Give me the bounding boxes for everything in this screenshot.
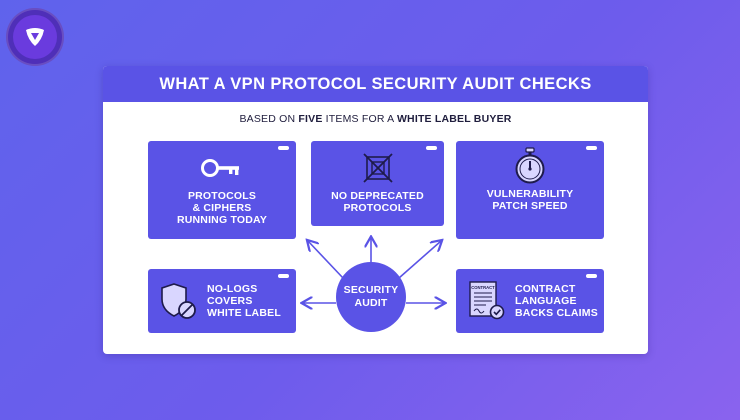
item-vulnerability-patch: VULNERABILITY PATCH SPEED — [456, 141, 604, 239]
hub-label: SECURITY AUDIT — [343, 284, 399, 309]
subtitle-text-1: BASED ON — [239, 113, 299, 125]
svg-text:CONTRACT: CONTRACT — [471, 285, 495, 290]
item-no-deprecated: NO DEPRECATED PROTOCOLS — [311, 141, 444, 226]
item-label: VULNERABILITY PATCH SPEED — [486, 188, 574, 212]
subtitle-bold-1: FIVE — [298, 113, 323, 125]
audit-diagram-card: WHAT A VPN PROTOCOL SECURITY AUDIT CHECK… — [103, 66, 648, 354]
card-title: WHAT A VPN PROTOCOL SECURITY AUDIT CHECK… — [159, 74, 592, 93]
subtitle-text-2: ITEMS FOR A — [322, 113, 397, 125]
arrow-to-vulnerability — [398, 241, 441, 279]
stopwatch-icon — [512, 147, 548, 184]
item-contract-language: CONTRACT CONTRACT LANGUAGE BACKS CLAIMS — [456, 269, 604, 333]
box-tab — [426, 146, 437, 150]
contract-icon: CONTRACT — [466, 280, 506, 322]
box-tab — [278, 146, 289, 150]
item-protocols-ciphers: PROTOCOLS & CIPHERS RUNNING TODAY — [148, 141, 296, 239]
item-no-logs: NO-LOGS COVERS WHITE LABEL — [148, 269, 296, 333]
key-icon — [201, 153, 243, 183]
box-tab — [278, 274, 289, 278]
crossed-box-icon — [362, 153, 393, 183]
arrow-to-protocols — [308, 241, 344, 279]
item-label: NO DEPRECATED PROTOCOLS — [331, 190, 424, 214]
brand-logo — [6, 8, 64, 66]
security-audit-hub: SECURITY AUDIT — [336, 262, 406, 332]
connector-arrows — [103, 66, 648, 354]
box-tab — [586, 146, 597, 150]
card-header: WHAT A VPN PROTOCOL SECURITY AUDIT CHECK… — [103, 66, 648, 102]
subtitle-bold-2: WHITE LABEL BUYER — [396, 113, 512, 125]
card-subtitle: BASED ON FIVE ITEMS FOR A WHITE LABEL BU… — [103, 113, 648, 125]
item-label: PROTOCOLS & CIPHERS RUNNING TODAY — [176, 190, 268, 226]
no-logs-shield-icon — [158, 281, 198, 321]
item-label: CONTRACT LANGUAGE BACKS CLAIMS — [515, 283, 598, 319]
shield-icon — [13, 15, 57, 59]
box-tab — [586, 274, 597, 278]
item-label: NO-LOGS COVERS WHITE LABEL — [207, 283, 281, 319]
